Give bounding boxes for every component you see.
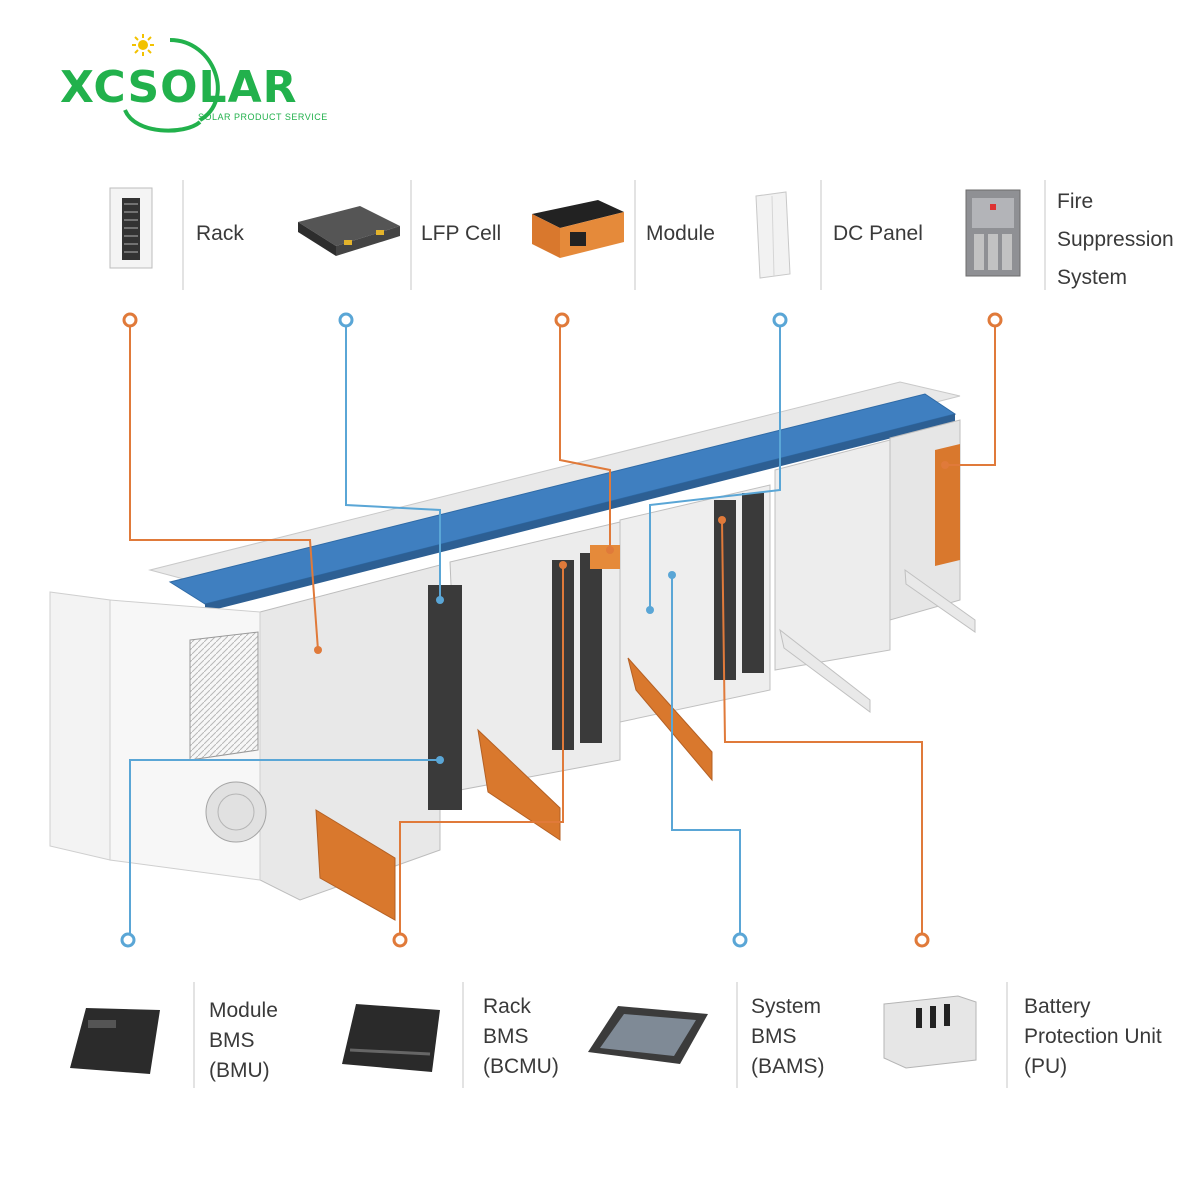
container-body (49, 381, 976, 921)
separator (410, 180, 412, 290)
marker-rack-bms (392, 932, 408, 948)
leader-module (559, 320, 611, 550)
brand-logo-text: XCSOLAR (60, 62, 298, 113)
label-dc-panel: DC Panel (833, 222, 923, 245)
label-system-bms: System BMS (BAMS) (751, 995, 825, 1078)
leader-fire-suppression (945, 320, 996, 466)
separator (1006, 982, 1008, 1088)
hvac-grille (189, 631, 259, 761)
system-bms-icon (588, 1006, 708, 1064)
rack-bms-icon (342, 1004, 440, 1072)
marker-protection-unit (914, 932, 930, 948)
separator (193, 982, 195, 1088)
label-protection-unit: Battery Protection Unit (PU) (1024, 995, 1162, 1078)
brand-tagline: SOLAR PRODUCT SERVICE (198, 112, 328, 122)
rack-icon (109, 187, 153, 269)
label-module: Module (646, 222, 715, 245)
separator (820, 180, 822, 290)
marker-fire-suppression (987, 312, 1003, 328)
label-fire-suppression: Fire Suppression System (1057, 190, 1174, 289)
marker-module (554, 312, 570, 328)
leader-module-bms (129, 759, 440, 940)
lfp-cell-icon (298, 206, 400, 256)
separator (462, 982, 464, 1088)
label-module-bms: Module BMS (BMU) (209, 999, 278, 1082)
module-bms-icon (70, 1008, 160, 1074)
leader-protection-unit (721, 519, 923, 940)
label-rack-bms: Rack BMS (BCMU) (483, 995, 559, 1078)
separator (1044, 180, 1046, 290)
leader-rack-bms (399, 565, 564, 940)
label-rack: Rack (196, 222, 244, 245)
marker-rack (122, 312, 138, 328)
marker-module-bms (120, 932, 136, 948)
separator (634, 180, 636, 290)
marker-dc-panel (772, 312, 788, 328)
leader-rack (129, 320, 319, 651)
marker-lfp-cell (338, 312, 354, 328)
leader-lfp-cell (345, 320, 441, 600)
leader-dc-panel (649, 320, 781, 610)
marker-system-bms (732, 932, 748, 948)
separator (182, 180, 184, 290)
fire-suppression-icon (965, 189, 1021, 277)
dc-panel-icon (755, 191, 791, 279)
separator (736, 982, 738, 1088)
module-icon (532, 200, 624, 258)
protection-unit-icon (883, 995, 977, 1069)
label-lfp-cell: LFP Cell (421, 222, 502, 245)
leader-system-bms (671, 575, 741, 940)
hvac-fan-icon (205, 781, 267, 843)
